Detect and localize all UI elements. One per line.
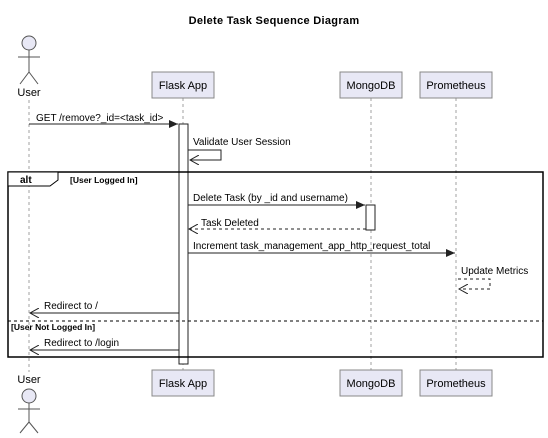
- message-update-metrics-arrow: [458, 278, 491, 289]
- svg-text:Prometheus: Prometheus: [426, 80, 486, 92]
- message-update-metrics: Update Metrics: [461, 266, 528, 277]
- activation-flask: [178, 123, 189, 365]
- alt-operator-tab: [7, 171, 59, 187]
- guard-logged-in: [User Logged In]: [70, 175, 138, 185]
- message-get-remove: GET /remove?_id=<task_id>: [36, 113, 164, 124]
- svg-text:MongoDB: MongoDB: [347, 80, 396, 92]
- participant-prometheus-top: Prometheus: [419, 71, 493, 99]
- message-increment: Increment task_management_app_http_reque…: [193, 241, 430, 252]
- message-task-deleted: Task Deleted: [201, 218, 259, 229]
- message-redirect-login: Redirect to /login: [44, 338, 119, 349]
- participant-mongodb-bottom: MongoDB: [339, 369, 403, 397]
- svg-text:Flask App: Flask App: [159, 80, 207, 92]
- user-actor-bottom: [18, 388, 40, 434]
- svg-text:MongoDB: MongoDB: [347, 378, 396, 390]
- participant-user-bottom: User: [17, 374, 41, 386]
- svg-text:Flask App: Flask App: [159, 378, 207, 390]
- participant-mongodb-top: MongoDB: [339, 71, 403, 99]
- activation-mongodb: [365, 204, 376, 231]
- participant-flask-top: Flask App: [151, 71, 215, 99]
- participant-user-top: User: [17, 87, 41, 99]
- guard-not-logged-in: [User Not Logged In]: [11, 322, 95, 332]
- message-redirect-root: Redirect to /: [44, 301, 98, 312]
- alt-fragment-frame: [7, 171, 544, 358]
- user-actor-top: [18, 35, 40, 85]
- message-delete-task: Delete Task (by _id and username): [193, 193, 348, 204]
- svg-text:Prometheus: Prometheus: [426, 378, 486, 390]
- participant-prometheus-bottom: Prometheus: [419, 369, 493, 397]
- message-validate-arrow: [188, 149, 222, 160]
- participant-flask-bottom: Flask App: [151, 369, 215, 397]
- message-validate: Validate User Session: [193, 137, 291, 148]
- diagram-title: Delete Task Sequence Diagram: [189, 15, 360, 27]
- alt-operator-label: alt: [20, 175, 32, 186]
